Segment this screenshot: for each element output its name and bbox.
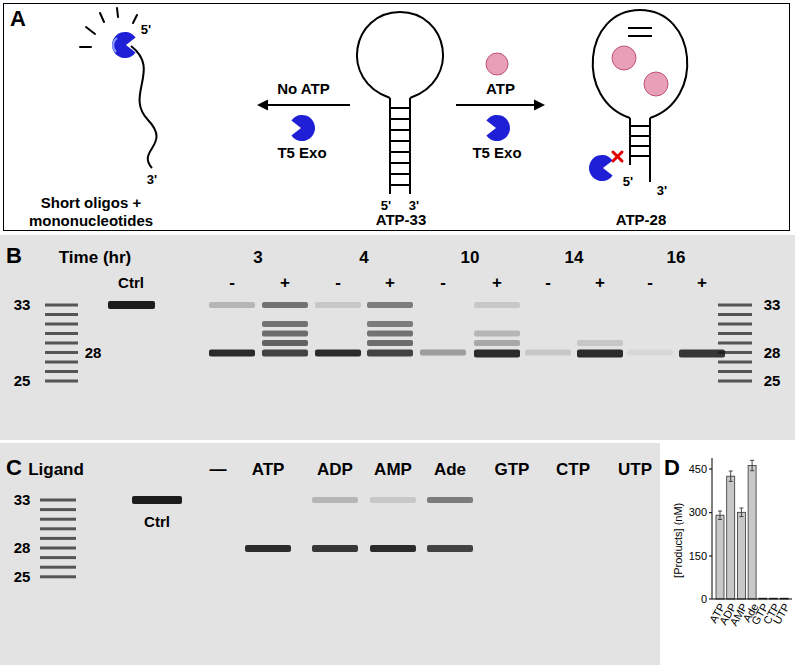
- axis-title: Time (hr): [59, 248, 131, 268]
- end-label: 3': [409, 199, 419, 214]
- lane-sign: -: [440, 273, 446, 293]
- lane-label: UTP: [618, 460, 652, 480]
- arrow-shaft: [456, 104, 536, 106]
- size-marker: 25: [14, 372, 31, 389]
- lane-sign: +: [385, 273, 395, 293]
- end-label: 5': [623, 175, 633, 190]
- lane-label: —: [210, 460, 227, 480]
- end-label: 5': [141, 23, 151, 38]
- gel-c: [0, 443, 660, 665]
- panel-letter: D: [664, 455, 680, 480]
- node-text: A: [10, 6, 26, 32]
- size-marker: 28: [85, 344, 102, 361]
- lane-label: CTP: [556, 460, 590, 480]
- end-label: 5': [381, 199, 391, 214]
- time-label: 14: [565, 248, 584, 268]
- end-label: 3': [147, 173, 157, 188]
- hairpin-probe: ATP-33: [351, 9, 455, 231]
- arrow-label: ATP: [483, 80, 518, 97]
- tick-label: 0: [701, 593, 707, 606]
- tick-label: 450: [689, 463, 707, 476]
- lane-sign: +: [595, 273, 605, 293]
- reaction-arrow: [257, 100, 350, 111]
- arrowhead: [257, 100, 268, 111]
- axis-title: Ligand: [28, 460, 84, 480]
- aptamer-complex: ATP-28: [546, 9, 771, 231]
- lane-sign: +: [697, 273, 707, 293]
- tick-label: 150: [689, 550, 707, 563]
- product-group: Short oligos + mononucleotides: [16, 21, 256, 232]
- size-marker: 25: [14, 568, 31, 585]
- size-marker: 33: [14, 491, 31, 508]
- schematic: [80, 8, 687, 194]
- lane-label: GTP: [495, 460, 530, 480]
- size-marker: 33: [764, 296, 781, 313]
- enzyme-label: T5 Exo: [277, 144, 326, 161]
- time-label: 4: [359, 248, 368, 268]
- lane-sign: -: [335, 273, 341, 293]
- lane-label: ADP: [317, 460, 353, 480]
- panel-letter: C: [6, 455, 22, 480]
- node-text: ATP-33: [351, 211, 451, 229]
- end-label: 3': [657, 184, 667, 199]
- size-marker: 28: [14, 539, 31, 556]
- lane-sign: -: [229, 273, 235, 293]
- reaction-arrow: [456, 100, 545, 111]
- lane-sign: -: [545, 273, 551, 293]
- time-label: 16: [667, 248, 686, 268]
- size-marker: 25: [764, 372, 781, 389]
- size-marker: 28: [764, 344, 781, 361]
- gel-b: [0, 235, 795, 440]
- lane-sign: +: [492, 273, 502, 293]
- arrowhead: [534, 100, 545, 111]
- time-label: 3: [253, 248, 262, 268]
- lane-label: ATP: [252, 460, 285, 480]
- bar-chart: [709, 458, 792, 599]
- lane-label: Ctrl: [144, 513, 170, 530]
- tick-label: 300: [689, 506, 707, 519]
- lane-sign: -: [647, 273, 653, 293]
- lane-label: AMP: [374, 460, 412, 480]
- arrow-label: No ATP: [274, 80, 333, 97]
- panel-letter: B: [6, 243, 22, 268]
- panel-frame: A Short oligos + mononucleotides ATP-33 ATP…: [3, 3, 790, 231]
- node-text: ATP-28: [591, 211, 691, 229]
- lane-label: Ade: [434, 460, 466, 480]
- size-marker: 33: [14, 296, 31, 313]
- lane-label: Ctrl: [118, 274, 144, 291]
- axis-title: [Products] (nM): [673, 502, 686, 577]
- lane-sign: +: [280, 273, 290, 293]
- time-label: 10: [461, 248, 480, 268]
- enzyme-label: T5 Exo: [472, 144, 521, 161]
- node-text: Short oligos + mononucleotides: [16, 194, 166, 230]
- arrow-shaft: [266, 104, 350, 106]
